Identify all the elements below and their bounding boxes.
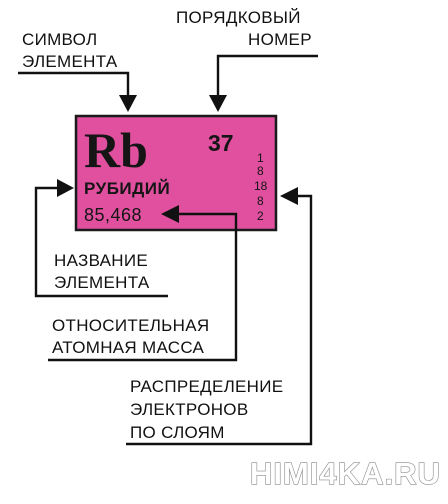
label-shells-line1: РАСПРЕДЕЛЕНИЕ: [130, 377, 283, 396]
shell-1: 1: [257, 151, 264, 165]
watermark: HIMI4KA.RU: [250, 456, 441, 491]
shell-3: 18: [254, 179, 268, 193]
label-symbol-line1: СИМВОЛ: [22, 30, 97, 49]
arrow-shells-head: [280, 187, 298, 205]
arrow-number-line: [216, 54, 318, 96]
label-number-line2: НОМЕР: [248, 30, 312, 49]
shell-5: 2: [257, 209, 264, 223]
arrow-name-head: [57, 179, 74, 197]
atomic-mass: 85,468: [84, 205, 142, 225]
arrow-shells-line: [126, 194, 313, 446]
arrow-mass-head: [161, 205, 179, 223]
element-symbol: Rb: [84, 122, 148, 178]
label-shells-line2: ЭЛЕКТРОНОВ: [130, 400, 248, 419]
arrow-symbol-head: [119, 95, 137, 112]
arrow-name-line: [34, 186, 168, 298]
element-name: РУБИДИЙ: [84, 179, 170, 198]
shell-4: 8: [257, 194, 264, 208]
arrow-mass-line: [48, 212, 238, 362]
label-name-line2: ЭЛЕМЕНТА: [54, 273, 150, 292]
label-symbol-line2: ЭЛЕМЕНТА: [22, 52, 118, 71]
shell-2: 8: [257, 164, 264, 178]
atomic-number: 37: [208, 130, 234, 156]
label-name-line1: НАЗВАНИЕ: [54, 251, 148, 270]
label-mass-line1: ОТНОСИТЕЛЬНАЯ: [52, 316, 209, 335]
label-number-line1: ПОРЯДКОВЫЙ: [176, 8, 301, 27]
label-mass-line2: АТОМНАЯ МАССА: [52, 338, 205, 357]
arrow-symbol-line: [18, 71, 130, 96]
arrow-number-head: [209, 95, 227, 112]
label-shells-line3: ПО СЛОЯМ: [130, 423, 225, 442]
